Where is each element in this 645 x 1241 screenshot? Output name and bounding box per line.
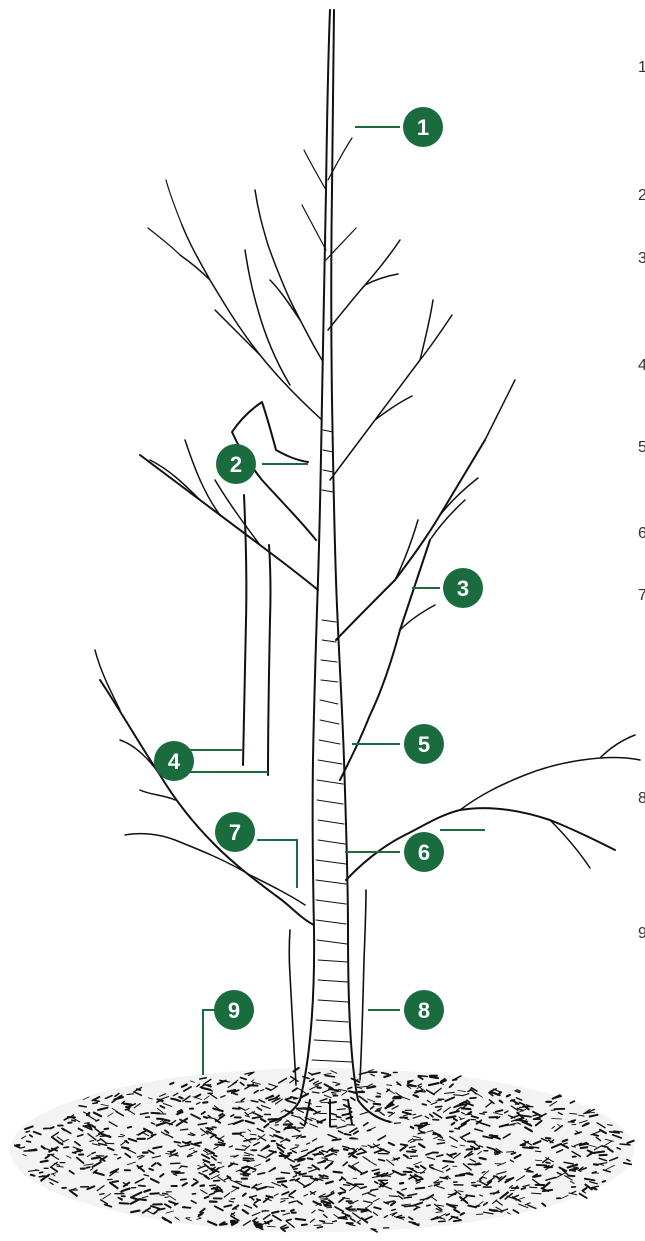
side-index-number: 7 — [638, 587, 645, 604]
side-index-number: 3 — [638, 250, 645, 267]
marker-label: 6 — [418, 840, 430, 865]
marker-5: 5 — [404, 724, 444, 764]
side-index-number: 9 — [638, 925, 645, 942]
side-index-number: 8 — [638, 790, 645, 807]
marker-label: 2 — [230, 452, 242, 477]
side-index-number: 5 — [638, 439, 645, 456]
marker-6: 6 — [404, 832, 444, 872]
marker-8: 8 — [404, 990, 444, 1030]
side-index-number: 2 — [638, 187, 645, 204]
trunk-bark — [312, 430, 352, 1062]
mulch-bed — [10, 1068, 634, 1232]
marker-2: 2 — [216, 444, 256, 484]
watersprout-2 — [268, 545, 270, 775]
right-scaffold-3 — [336, 440, 485, 640]
side-index-number: 6 — [638, 525, 645, 542]
marker-label: 1 — [417, 115, 429, 140]
root-sucker-left — [289, 930, 296, 1085]
marker-label: 8 — [418, 998, 430, 1023]
marker-3: 3 — [443, 568, 483, 608]
lower-left-limb — [100, 680, 314, 925]
root-sucker-right — [360, 890, 366, 1080]
marker-4: 4 — [154, 741, 194, 781]
tree-illustration — [95, 10, 640, 1126]
side-index: 1 2 3 4 5 6 7 8 9 — [638, 59, 645, 942]
marker-label: 7 — [229, 820, 241, 845]
side-index-number: 4 — [638, 357, 645, 374]
marker-label: 9 — [228, 998, 240, 1023]
right-crown — [330, 300, 452, 480]
marker-1: 1 — [403, 107, 443, 147]
right-long-branch — [346, 808, 615, 880]
marker-label: 4 — [168, 749, 181, 774]
trunk — [300, 10, 330, 1100]
leader-lines — [185, 127, 485, 1075]
marker-label: 3 — [457, 576, 469, 601]
marker-label: 5 — [418, 732, 430, 757]
marker-9: 9 — [214, 990, 254, 1030]
side-index-number: 1 — [638, 59, 645, 76]
marker-7: 7 — [215, 812, 255, 852]
trunk-right-edge — [331, 10, 358, 1100]
